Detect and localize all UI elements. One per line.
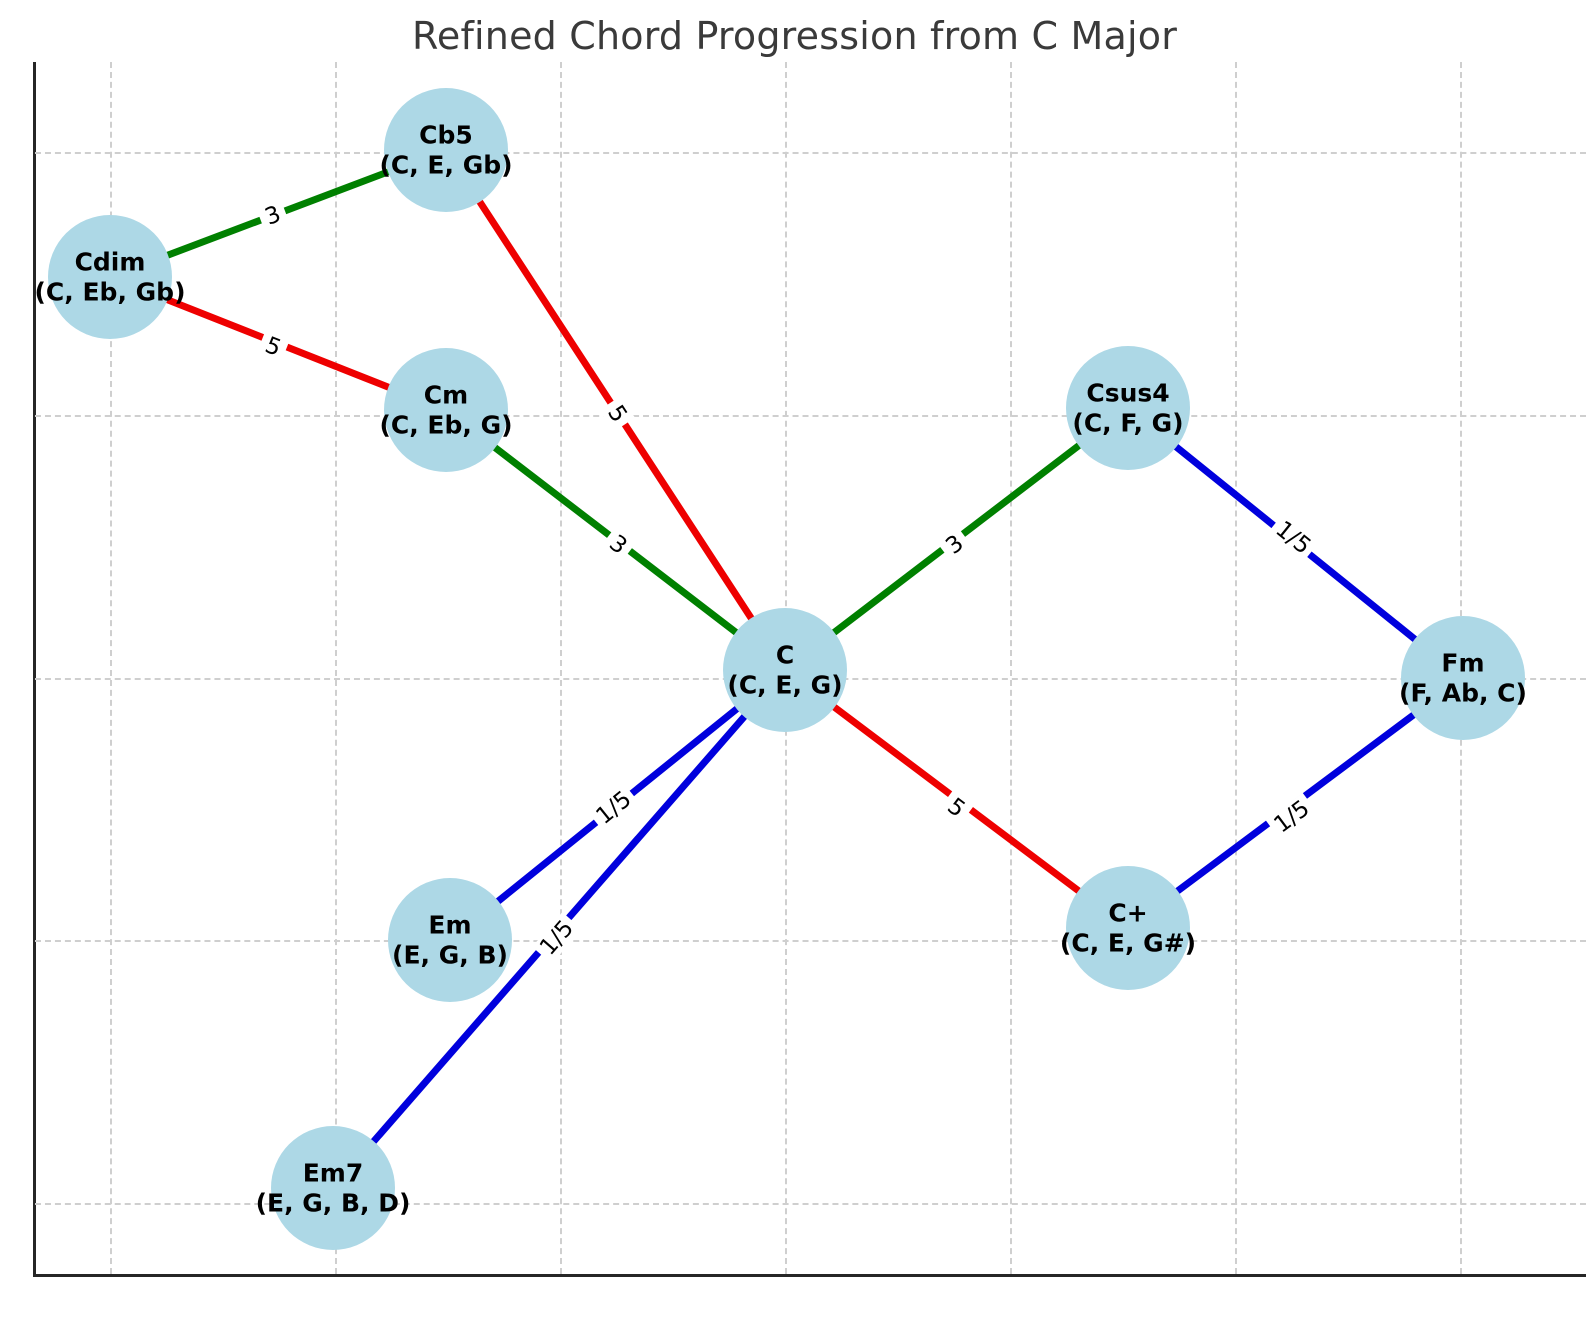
chord-name: C+ [1108,898,1148,928]
gridline-vertical-1 [335,62,337,1274]
chord-node-fm[interactable]: Fm(F, Ab, C) [1399,616,1527,740]
gridline-vertical-4 [1010,62,1012,1274]
chord-node-label: Fm(F, Ab, C) [1399,649,1527,708]
gridline-horizontal-1 [35,415,1586,417]
chord-node-label: Em7(E, G, B, D) [256,1159,411,1218]
chord-node-label: Cb5(C, E, Gb) [379,121,512,180]
gridline-vertical-0 [110,62,112,1274]
gridline-vertical-5 [1235,62,1237,1274]
chord-node-label: Csus4(C, F, G) [1072,379,1183,438]
chord-name: Fm [1441,648,1485,678]
chord-node-label: C(C, E, G) [727,641,842,700]
chord-notes: (C, F, G) [1072,408,1184,437]
chord-node-cb5[interactable]: Cb5(C, E, Gb) [379,88,513,212]
chord-node-em[interactable]: Em(E, G, B) [388,878,512,1002]
chord-node-csus4[interactable]: Csus4(C, F, G) [1066,346,1190,470]
page-title: Refined Chord Progression from C Major [411,14,1178,58]
chord-node-cdim[interactable]: Cdim(C, Eb, Gb) [35,215,186,339]
chord-name: Csus4 [1086,378,1170,408]
chord-notes: (E, G, B) [392,940,508,969]
chord-name: C [775,640,795,670]
axis-spine-bottom [33,1274,1586,1277]
chord-node-em7[interactable]: Em7(E, G, B, D) [256,1126,410,1250]
chord-name: Cdim [74,247,146,277]
chord-node-cm[interactable]: Cm(C, Eb, G) [379,348,513,472]
chord-name: Cm [423,380,469,410]
gridline-vertical-2 [560,62,562,1274]
chord-name: Cb5 [419,120,473,150]
chord-node-c[interactable]: C+(C, E, G#) [1060,866,1196,990]
chord-notes: (C, Eb, G) [379,410,513,439]
chord-node-label: Cdim(C, Eb, Gb) [35,248,186,307]
chord-node-label: Em(E, G, B) [392,911,508,970]
chord-name: Em7 [302,1158,364,1188]
chord-node-label: C+(C, E, G#) [1060,899,1196,958]
chord-notes: (C, E, Gb) [379,150,513,179]
gridline-horizontal-3 [35,940,1586,942]
chord-notes: (C, Eb, Gb) [34,277,186,306]
chord-node-c[interactable]: C(C, E, G) [723,608,847,732]
chord-notes: (C, E, G) [727,670,843,699]
chord-notes: (C, E, G#) [1059,928,1197,957]
gridline-horizontal-0 [35,152,1586,154]
chord-node-label: Cm(C, Eb, G) [379,381,512,440]
chord-name: Em [428,910,472,940]
gridline-horizontal-4 [35,1203,1586,1205]
chord-notes: (E, G, B, D) [255,1188,411,1217]
chord-notes: (F, Ab, C) [1399,678,1527,707]
axis-spine-left [33,62,36,1277]
